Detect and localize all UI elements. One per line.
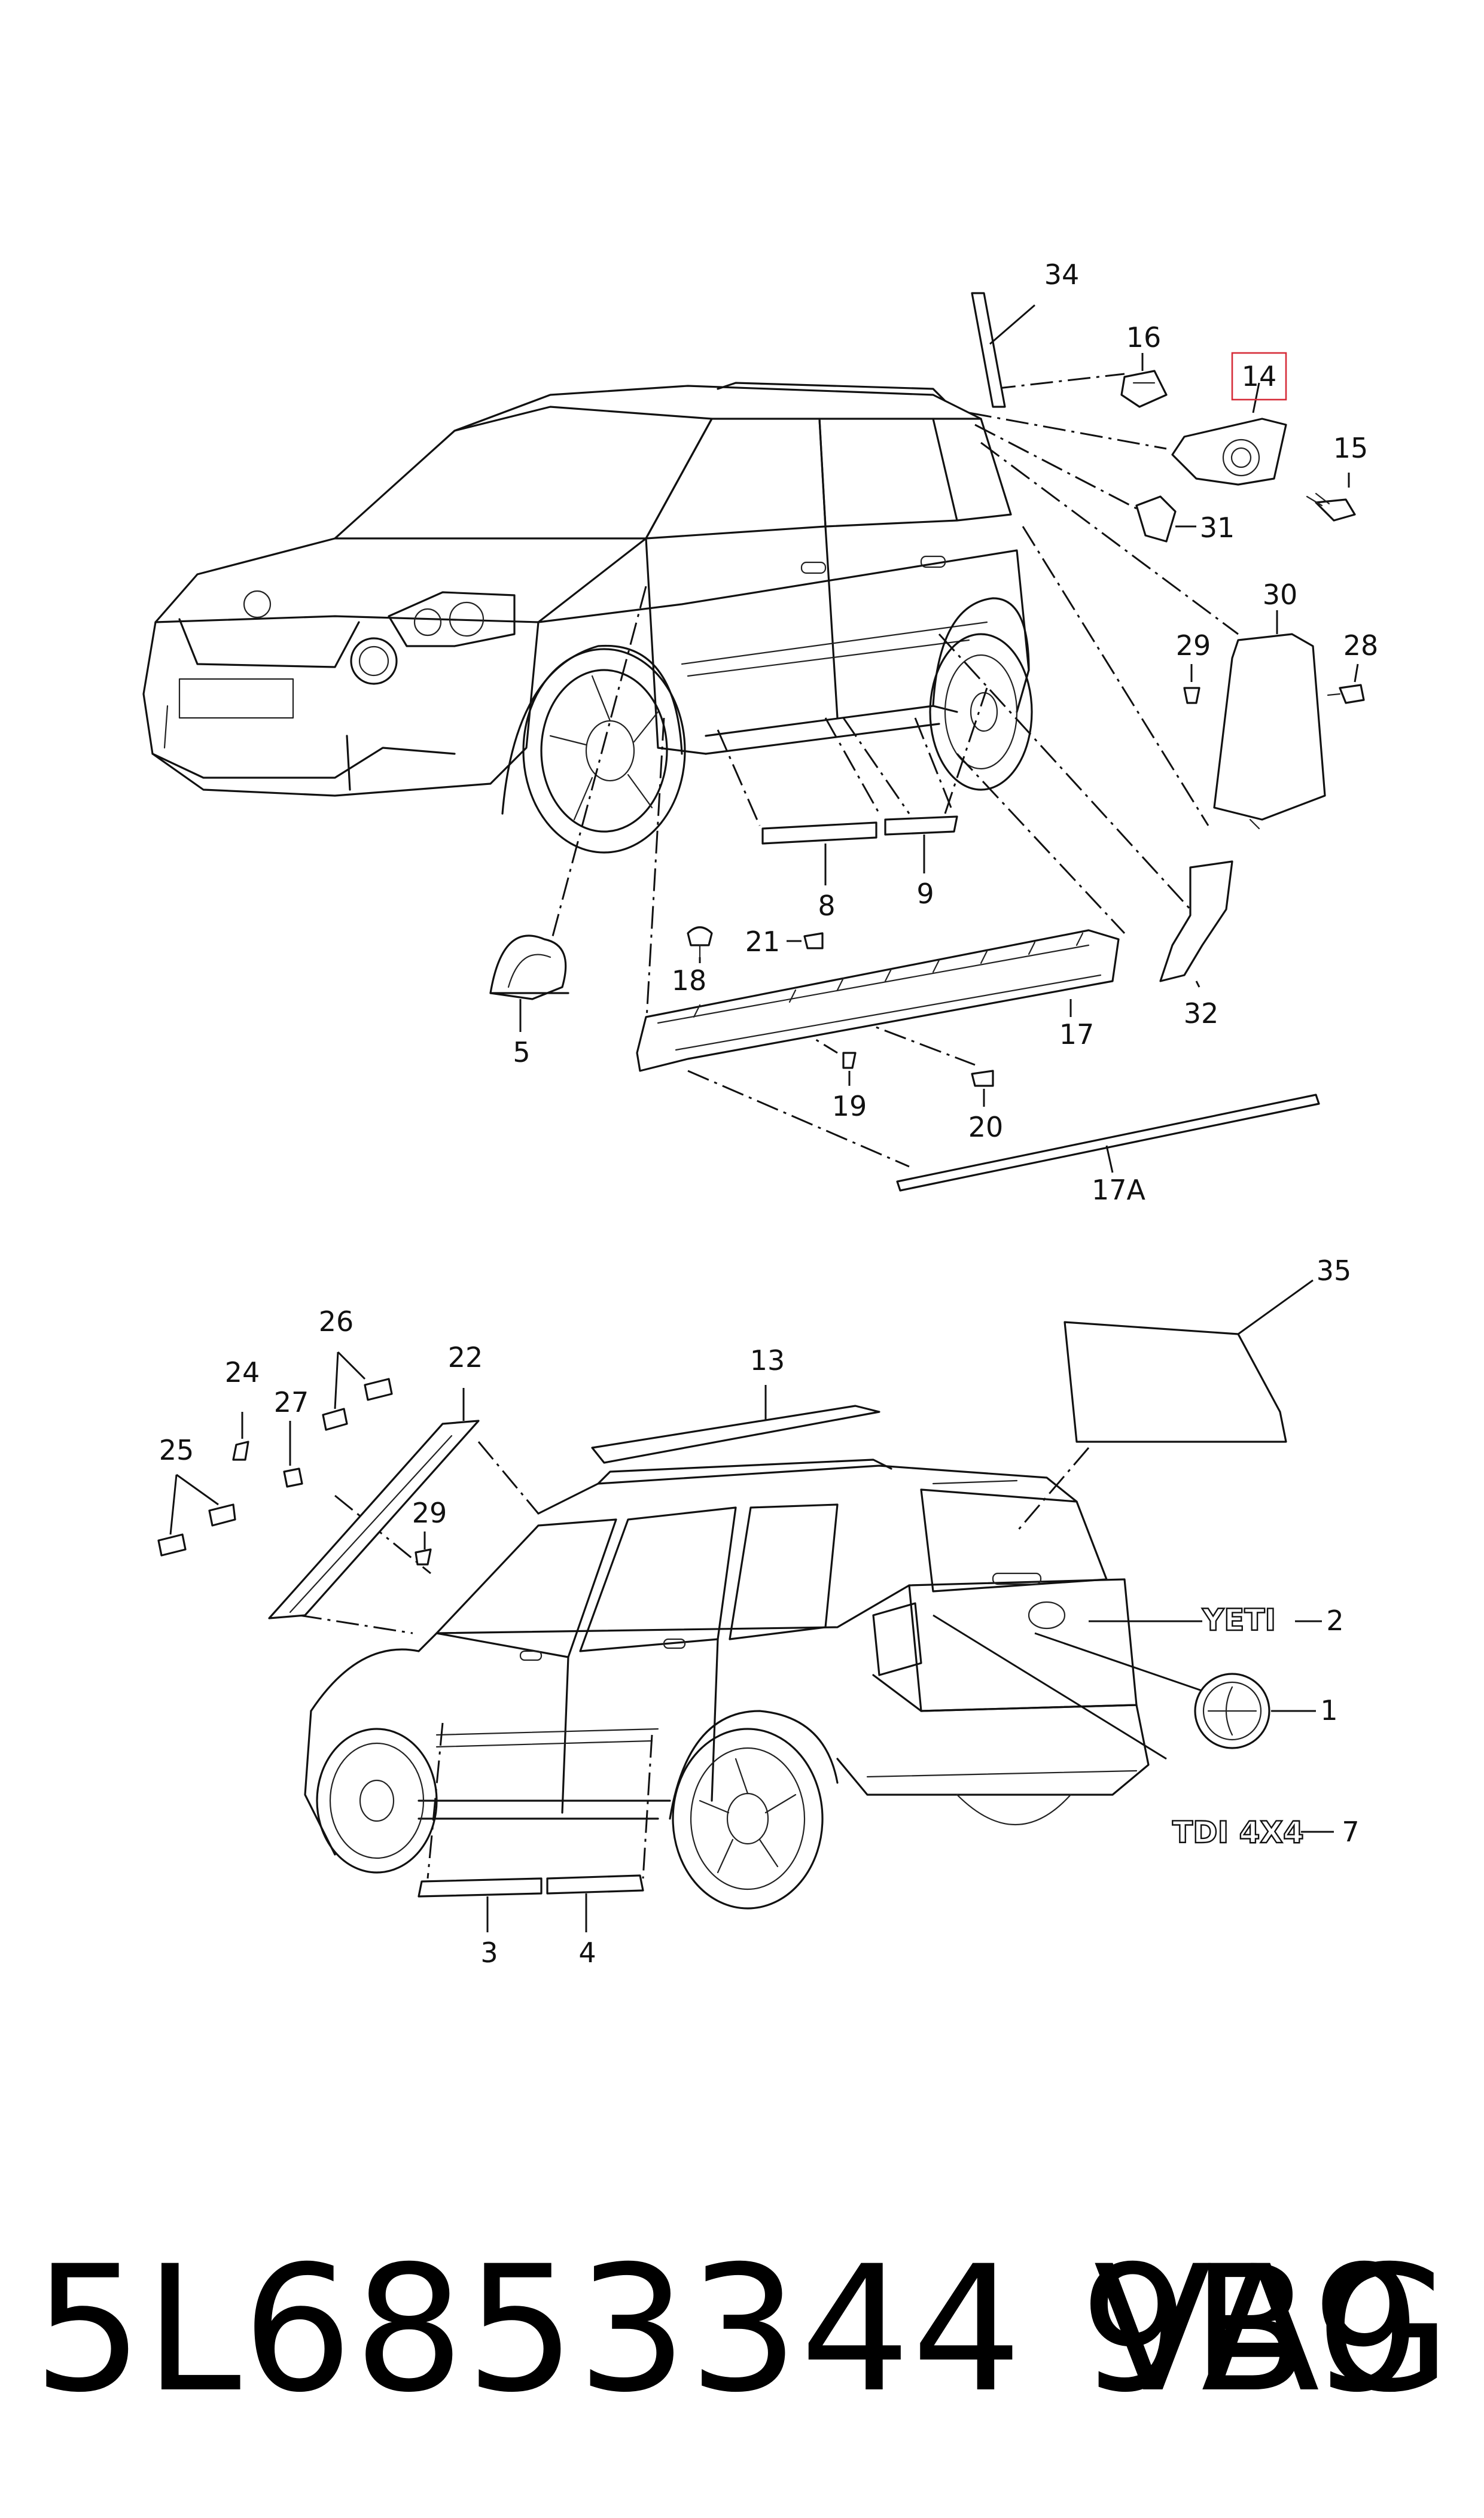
callout-14: 14 xyxy=(1242,360,1277,392)
yeti-emblem: YETI xyxy=(1202,1603,1276,1637)
part-27-screw: 27 xyxy=(274,1386,309,1488)
callout-34: 34 xyxy=(1044,258,1080,291)
part-3-strip: 3 xyxy=(418,1877,543,1969)
part-1-skoda-badge: 1 xyxy=(1194,1673,1338,1749)
callout-2: 2 xyxy=(1326,1604,1343,1637)
callout-28: 28 xyxy=(1343,629,1379,662)
callout-30: 30 xyxy=(1263,578,1298,611)
part-number: 5L6853344 9B9 xyxy=(33,2229,1423,2431)
callout-31: 31 xyxy=(1200,511,1235,544)
part-2-yeti-badge: YETI 2 xyxy=(1201,1602,1344,1638)
part-28-screw: 28 xyxy=(1327,629,1379,704)
footer: 5L6853344 9B9 VAG xyxy=(0,2231,1484,2429)
part-31-bracket: 31 xyxy=(1135,495,1235,544)
part-15-screw: 15 xyxy=(1306,432,1369,522)
top-car-drawing xyxy=(142,382,1033,854)
callout-15: 15 xyxy=(1333,432,1369,464)
callout-20: 20 xyxy=(968,1111,1004,1143)
callout-19: 19 xyxy=(832,1090,867,1122)
part-17a-strip: 17A xyxy=(896,1094,1320,1206)
part-35-window: 35 xyxy=(1064,1255,1352,1443)
callout-25: 25 xyxy=(159,1434,194,1466)
part-18-rivet: 18 xyxy=(672,926,713,997)
callout-5: 5 xyxy=(513,1036,530,1068)
part-5-cover: 5 xyxy=(489,934,569,1068)
callout-26: 26 xyxy=(319,1305,354,1338)
part-26-clips: 26 xyxy=(319,1305,393,1431)
callout-32: 32 xyxy=(1184,997,1219,1030)
bottom-leader-lines xyxy=(298,1441,1227,1879)
part-9-strip: 9 xyxy=(884,815,958,910)
callout-8: 8 xyxy=(818,890,835,922)
part-25-clips: 25 xyxy=(157,1434,236,1557)
highlight-box-14 xyxy=(1231,352,1287,401)
part-7-tdi-badge: TDI 4X4 7 xyxy=(1172,1814,1360,1850)
callout-9: 9 xyxy=(916,878,934,910)
part-24-clip: 24 xyxy=(225,1356,260,1461)
part-22-pillar-strip: 22 xyxy=(268,1341,483,1619)
part-21-clip: 21 xyxy=(745,925,824,958)
part-8-strip: 8 xyxy=(761,821,877,922)
part-4-strip: 4 xyxy=(546,1874,644,1969)
callout-13: 13 xyxy=(750,1344,785,1377)
tdi-emblem: TDI 4X4 xyxy=(1172,1815,1304,1850)
part-34-strip: 34 xyxy=(971,258,1080,408)
part-17-sill-trim: 17 xyxy=(636,929,1120,1072)
callout-3: 3 xyxy=(480,1937,498,1969)
callout-27: 27 xyxy=(274,1386,309,1418)
callout-21: 21 xyxy=(745,925,781,958)
part-29-clip-bottom: 29 xyxy=(412,1497,447,1566)
part-30-pillar-trim: 30 xyxy=(1213,578,1326,830)
callout-4: 4 xyxy=(578,1937,596,1969)
callout-17a: 17A xyxy=(1092,1174,1146,1206)
callout-24: 24 xyxy=(225,1356,260,1389)
part-32-mudflap: 32 xyxy=(1159,860,1233,1030)
brand-label: VAG xyxy=(1093,2229,1451,2431)
callout-35: 35 xyxy=(1317,1255,1352,1287)
callout-7: 7 xyxy=(1342,1816,1359,1848)
callout-17: 17 xyxy=(1059,1018,1095,1051)
callout-16: 16 xyxy=(1126,321,1162,354)
callout-18: 18 xyxy=(672,964,707,997)
part-16-clip: 16 xyxy=(1120,321,1168,408)
part-19-clip: 19 xyxy=(832,1052,867,1122)
callout-29b: 29 xyxy=(412,1497,447,1529)
part-13-roof-strip: 13 xyxy=(591,1344,880,1464)
part-29-clip: 29 xyxy=(1176,629,1211,704)
bottom-car-drawing xyxy=(304,1459,1150,1910)
callout-1: 1 xyxy=(1320,1694,1337,1727)
callout-22: 22 xyxy=(448,1341,483,1374)
part-20-screw: 20 xyxy=(968,1070,1004,1143)
callout-29: 29 xyxy=(1176,629,1211,662)
part-14-cover: 14 xyxy=(1171,352,1287,486)
